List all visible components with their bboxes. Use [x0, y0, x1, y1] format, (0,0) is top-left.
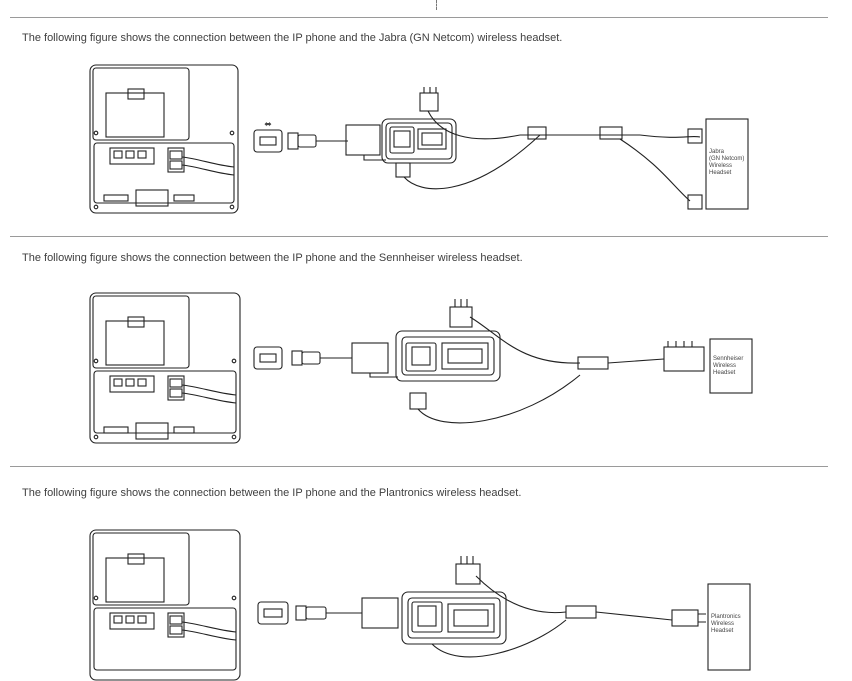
ehs-adapter-icon: [361, 597, 399, 629]
page-break-marker: [436, 0, 438, 10]
headset-label-line: Wireless: [709, 163, 732, 169]
headset-label-line: Wireless: [713, 363, 736, 369]
rj-plug-icon: [449, 299, 581, 364]
headset-label-line: Jabra: [709, 149, 725, 155]
svg-text:⬌: ⬌: [264, 119, 272, 129]
ip-phone-icon: [89, 64, 239, 214]
headset-label-line: (GN Netcom): [709, 156, 744, 162]
headset-box: [709, 338, 753, 394]
usb-plug-icon: [295, 605, 362, 621]
rj-plug-icon: [663, 341, 705, 372]
headset-label-line: Sennheiser: [713, 356, 743, 362]
usb-plug-icon: [287, 132, 348, 150]
figure-sennheiser: Sennheiser Wireless Headset: [0, 285, 852, 450]
usb-port-icon: [253, 129, 283, 153]
ehs-module-icon: [395, 330, 501, 382]
ehs-module-icon: [381, 118, 457, 164]
usb-port-icon: [257, 601, 289, 625]
rj-plug-icon: [419, 87, 521, 140]
caption-plantronics: The following figure shows the connectio…: [22, 487, 522, 499]
usb-symbol-icon: ⬌: [264, 119, 272, 129]
divider-bottom: [10, 466, 828, 467]
ehs-module-icon: [401, 591, 507, 645]
headset-box: [705, 118, 749, 210]
rj-plug-icon: [455, 556, 567, 614]
ehs-adapter-icon: [351, 342, 389, 374]
headset-box: [707, 583, 751, 671]
figure-plantronics: Plantronics Wireless Headset: [0, 520, 852, 681]
caption-sennheiser: The following figure shows the connectio…: [22, 252, 523, 264]
usb-port-icon: [253, 346, 283, 370]
ip-phone-icon: [89, 292, 241, 444]
headset-label-line: Headset: [711, 628, 734, 634]
divider-top: [10, 17, 828, 18]
figure-jabra: ⬌ Jabra (GN Netcom) Wireless Headset: [0, 55, 852, 220]
ehs-adapter-icon: [345, 124, 381, 156]
divider-middle: [10, 236, 828, 237]
headset-label-line: Headset: [709, 170, 732, 176]
rj-plug-icon: [395, 134, 541, 190]
headset-label-line: Wireless: [711, 621, 734, 627]
rj-plug-icon: [409, 374, 581, 424]
rj-plug-icon: [671, 609, 706, 627]
ip-phone-icon: [89, 529, 241, 681]
usb-plug-icon: [291, 350, 352, 366]
headset-label-line: Plantronics: [711, 614, 741, 620]
headset-label-line: Headset: [713, 370, 736, 376]
caption-jabra: The following figure shows the connectio…: [22, 32, 563, 44]
